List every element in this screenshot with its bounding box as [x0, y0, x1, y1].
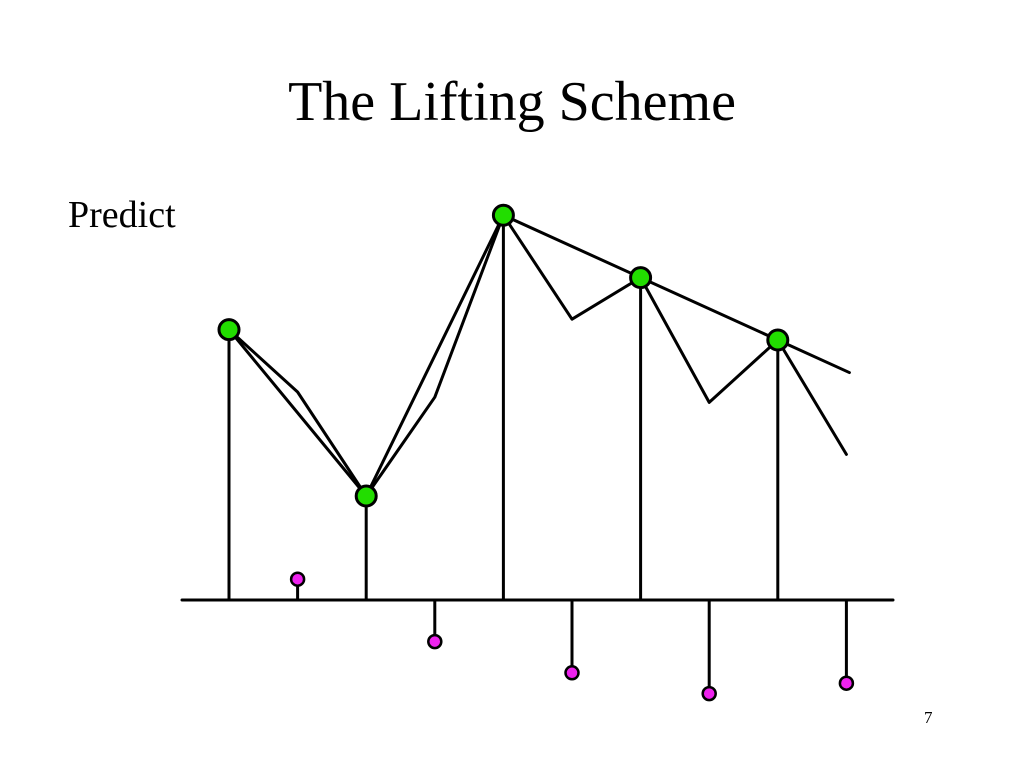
even-sample-marker	[217, 318, 241, 342]
even-sample-marker	[629, 266, 653, 290]
prediction-line	[227, 213, 851, 498]
detail-coefficient-marker	[289, 571, 306, 587]
detail-coefficient-marker	[838, 675, 855, 691]
predict-label: Predict	[68, 194, 176, 236]
detail-coefficient-marker	[701, 685, 717, 702]
even-sample-marker	[766, 328, 790, 352]
even-sample-marker	[491, 203, 515, 227]
page-number: 7	[924, 708, 933, 727]
even-sample-marker	[354, 484, 378, 508]
original-signal-line	[227, 213, 848, 498]
detail-coefficient-marker	[427, 633, 443, 650]
detail-coefficient-marker	[564, 665, 580, 681]
slide-title: The Lifting Scheme	[288, 71, 736, 133]
